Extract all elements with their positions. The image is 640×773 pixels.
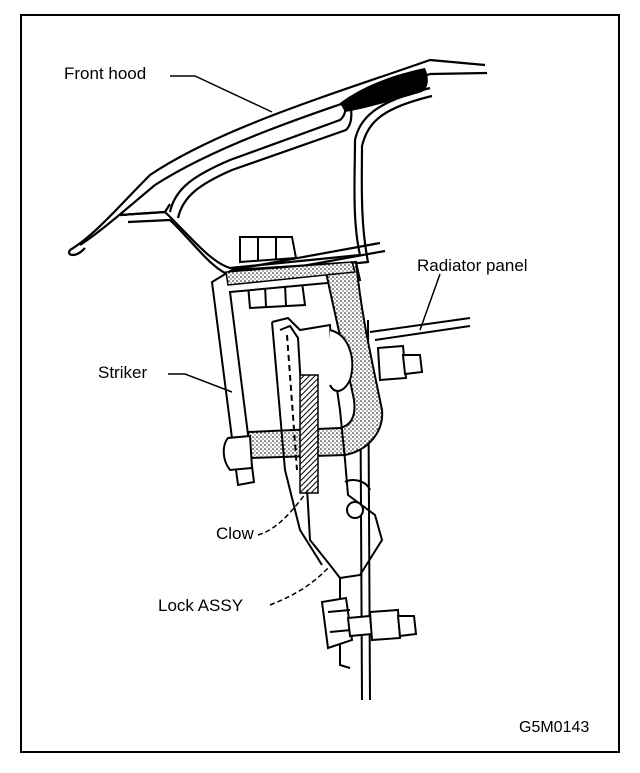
leader-clow <box>257 489 309 536</box>
figure-code: G5M0143 <box>519 719 590 736</box>
leader-lines <box>168 75 441 606</box>
lock-assy <box>271 316 384 669</box>
leader-front-hood <box>170 75 273 113</box>
label-front-hood: Front hood <box>64 64 147 83</box>
label-clow: Clow <box>216 524 254 543</box>
side-nut-upper <box>376 344 424 382</box>
radiator-panel <box>359 317 471 701</box>
leader-radiator-panel <box>419 273 441 331</box>
leader-lock-assy <box>269 565 331 606</box>
striker-top-nut <box>239 236 307 310</box>
label-lock-assy: Lock ASSY <box>158 596 244 615</box>
hood-bumper-pad <box>340 68 428 112</box>
lock-mounting-bolt <box>320 596 418 650</box>
label-radiator-panel: Radiator panel <box>417 256 528 275</box>
frame-border <box>20 14 620 753</box>
label-striker: Striker <box>98 363 148 382</box>
leader-striker <box>168 373 233 393</box>
clow <box>299 374 319 494</box>
